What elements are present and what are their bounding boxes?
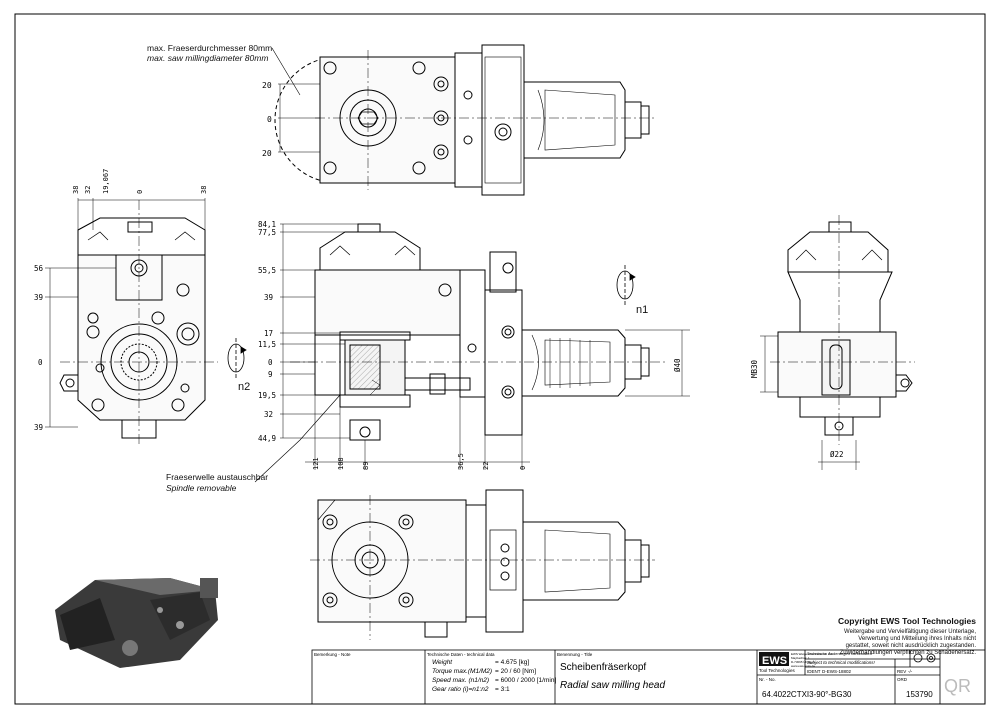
dim-dia22: Ø22 — [830, 450, 844, 459]
front-view — [280, 223, 690, 470]
dim-left-top-38b: 38 — [200, 186, 208, 194]
dim-front-44-9: 44,9 — [258, 434, 276, 443]
dim-left-top-19067: 19,067 — [102, 169, 110, 194]
dim-front-121: 121 — [312, 457, 320, 470]
copyright-line-4: Zuwiderhandlungen verpflichten zu Schade… — [840, 650, 977, 656]
dim-front-0b: 0 — [519, 466, 527, 470]
copyright-line-3: gestattet, soweit nicht ausdrücklich zug… — [846, 643, 977, 649]
rev-label: REV — [897, 669, 906, 674]
leader-mill — [271, 47, 301, 96]
right-view — [760, 215, 915, 470]
mill-diameter-en: max. saw millingdiameter 80mm — [147, 53, 268, 63]
dim-front-77-5: 77,5 — [258, 228, 276, 237]
saw-circle-top — [274, 56, 339, 184]
tech-speed-val: = 6000 / 2000 [1/min] — [495, 677, 556, 684]
dim-front-84-1: 84,1 — [258, 220, 276, 229]
ident-value: D-EWS-18802 — [822, 669, 852, 674]
no-label: Nr. - No. — [759, 677, 776, 682]
dim-top-0: 0 — [267, 115, 272, 124]
top-view — [274, 44, 655, 196]
tech-weight-val: = 4.675 [kg] — [495, 659, 529, 666]
copyright-line-1: Weitergabe und Vervielfältigung dieser U… — [844, 629, 976, 635]
ord-label: ORD — [897, 677, 908, 682]
title-en: Radial saw milling head — [560, 680, 665, 691]
tech-gear-key: Gear ratio (i)=n1:n2 — [432, 686, 489, 693]
order-number: 153790 — [906, 690, 933, 699]
spindle-en: Spindle removable — [166, 483, 237, 493]
tech-label: Technische Daten - technical data — [427, 652, 495, 657]
dim-left-0: 0 — [38, 358, 43, 367]
tech-gear-val: = 3:1 — [495, 686, 510, 693]
dim-top-20a: 20 — [262, 81, 272, 90]
dim-front-55-5: 55,5 — [258, 266, 276, 275]
dim-front-89: 89 — [362, 462, 370, 470]
ews-logo — [759, 652, 789, 666]
rev-value: -/- — [908, 669, 913, 674]
bottom-view — [310, 489, 655, 640]
logo-sub: Tool Technologies — [759, 668, 795, 673]
isometric-render — [55, 578, 218, 668]
dim-front-11-5: 11,5 — [258, 340, 276, 349]
dim-left-56: 56 — [34, 264, 44, 273]
dim-front-39: 39 — [264, 293, 273, 302]
dim-front-17: 17 — [264, 329, 273, 338]
dim-front-32: 32 — [264, 410, 273, 419]
dim-front-36-5: 36,5 — [457, 453, 465, 470]
remark-label: Bemerkung - Note — [314, 652, 351, 657]
rotation-n2-icon — [227, 338, 247, 378]
dim-front-0: 0 — [268, 358, 273, 367]
spindle-de: Fraeserwelle austauschbar — [166, 472, 268, 482]
copyright-line-2: Verwertung und Mitteilung ihres Inhalts … — [858, 636, 976, 642]
qr-placeholder: QR — [944, 676, 971, 696]
rotation-n1-icon — [616, 265, 636, 305]
tech-speed-key: Speed max. (n1/n2) — [432, 677, 489, 684]
dim-front-22: 22 — [482, 462, 490, 470]
drawing-number: 64.4022CTXI3-90°-BG30 — [762, 690, 852, 699]
dim-front-108: 108 — [337, 457, 345, 470]
dim-left-top-32: 32 — [84, 186, 92, 194]
title-block — [311, 649, 986, 705]
desc-label: Benennung - Title — [557, 652, 593, 657]
copyright-title: Copyright EWS Tool Technologies — [838, 616, 976, 626]
logo-text: EWS — [762, 655, 787, 667]
tech-torque-val: = 20 / 60 [Nm] — [495, 668, 536, 675]
title-de: Scheibenfräserkopf — [560, 662, 646, 673]
mill-diameter-de: max. Fraeserdurchmesser 80mm — [147, 43, 272, 53]
change-note-de: Technische Änderungen vorbehalten — [807, 651, 872, 656]
leader-spindle — [254, 394, 341, 483]
label-n1: n1 — [636, 304, 648, 316]
dim-left-top-38a: 38 — [72, 186, 80, 194]
dim-left-39b: 39 — [34, 423, 43, 432]
company-line-4: www.ews-tools.de — [791, 664, 815, 668]
company-line-2: Maybachstr. 1 — [791, 656, 810, 660]
tech-weight-key: Weight — [432, 659, 453, 666]
dim-dia40: Ø40 — [673, 358, 682, 372]
dim-left-39a: 39 — [34, 293, 43, 302]
dim-top-20b: 20 — [262, 149, 272, 158]
copyright-block: Copyright EWS Tool Technologies Weiterga… — [838, 616, 976, 656]
company-line-3: D-73095 Uhingen — [791, 660, 815, 664]
change-note-en: Subject to technical modifications! — [807, 660, 876, 665]
ident-label: IDENT — [807, 669, 821, 674]
dim-front-19-5: 19,5 — [258, 391, 276, 400]
dim-mb30: MB30 — [750, 359, 759, 378]
dim-front-9: 9 — [268, 370, 273, 379]
company-line-1: EWS Weigele GmbH & Co. KG — [791, 652, 833, 656]
left-view — [45, 198, 218, 445]
label-n2: n2 — [238, 381, 250, 393]
tech-torque-key: Torque max.(M1/M2) — [432, 668, 492, 675]
dim-left-top-0: 0 — [136, 190, 144, 194]
